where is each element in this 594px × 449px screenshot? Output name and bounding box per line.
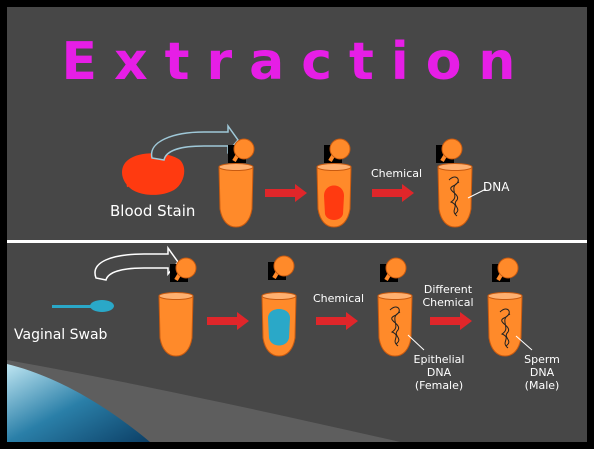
sperm-line1: Sperm <box>512 353 572 366</box>
epithelial-line1: Epithelial <box>404 353 474 366</box>
tube-6 <box>378 293 412 357</box>
sperm-line2: DNA <box>512 366 572 379</box>
tube-1 <box>219 164 253 228</box>
chemical-label-bottom: Chemical <box>313 292 364 305</box>
blood-stain-shape <box>122 153 184 195</box>
different-chemical-line1: Different <box>418 283 478 296</box>
slide-title: Extraction <box>0 32 594 92</box>
epithelial-line2: DNA <box>404 366 474 379</box>
swab-sample-in-tube <box>268 309 290 346</box>
different-chemical-label: Different Chemical <box>418 283 478 309</box>
divider-line <box>7 240 587 243</box>
chemical-label-top: Chemical <box>371 167 422 180</box>
blood-stain-label: Blood Stain <box>110 202 195 220</box>
sperm-line3: (Male) <box>512 379 572 392</box>
dna-label: DNA <box>483 180 509 194</box>
swab-tip <box>90 300 114 312</box>
epithelial-line3: (Female) <box>404 379 474 392</box>
epithelial-dna-label: Epithelial DNA (Female) <box>404 353 474 392</box>
tube-4 <box>159 293 193 357</box>
vaginal-swab-label: Vaginal Swab <box>14 327 107 343</box>
blood-in-tube <box>324 186 344 221</box>
swab-stick <box>52 305 94 308</box>
sperm-dna-label: Sperm DNA (Male) <box>512 353 572 392</box>
different-chemical-line2: Chemical <box>418 296 478 309</box>
